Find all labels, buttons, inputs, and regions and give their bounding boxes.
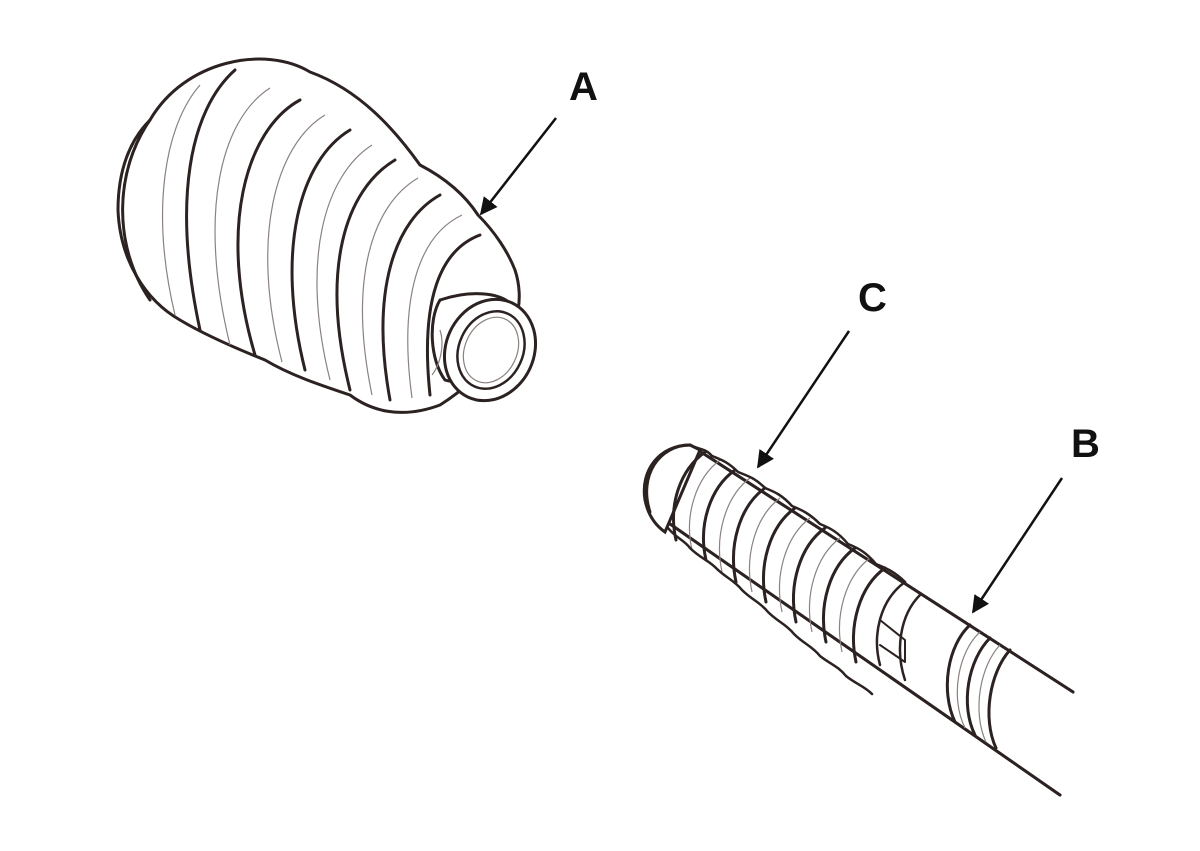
callout-arrow-c (756, 330, 851, 469)
callout-label-a: A (569, 65, 598, 109)
clamp-groove-b (945, 623, 1012, 750)
callout-arrow-b (971, 477, 1064, 614)
callout-label-b: B (1071, 422, 1100, 466)
spline-teeth (666, 443, 907, 696)
callout-label-c: C (858, 276, 887, 320)
shaft-assembly (642, 443, 1075, 797)
callout-b: B (971, 422, 1100, 614)
callout-arrow-a (479, 117, 557, 216)
callout-c: C (756, 276, 887, 469)
callout-a: A (479, 65, 598, 216)
boot-part-a (116, 57, 538, 414)
